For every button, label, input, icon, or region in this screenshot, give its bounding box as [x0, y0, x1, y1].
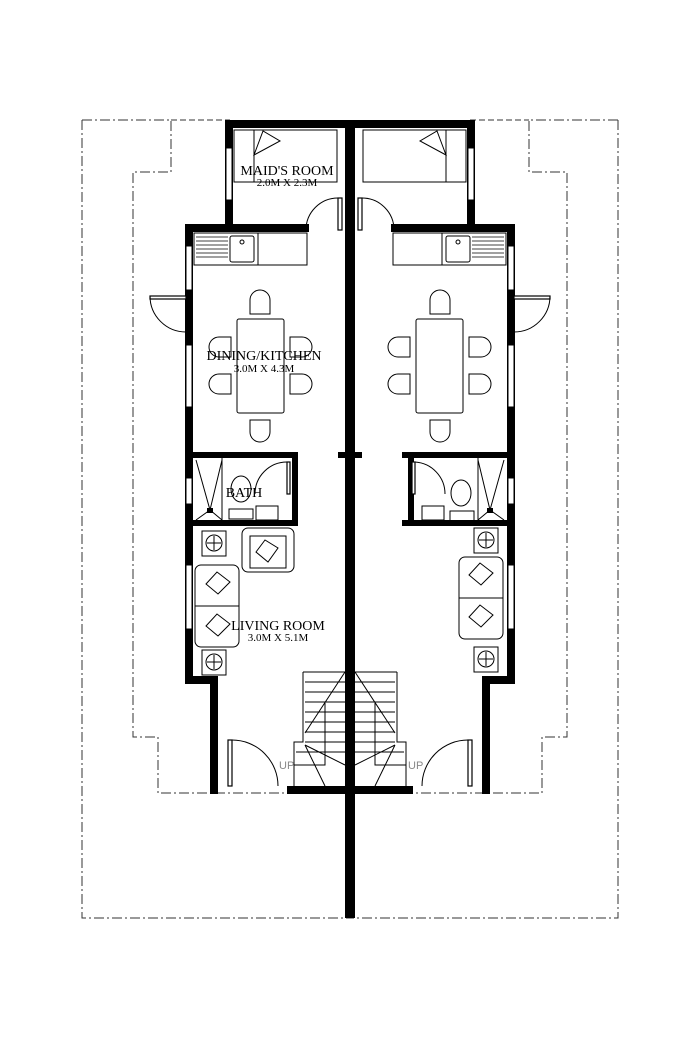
bath-fixtures-left — [195, 458, 279, 521]
dining-table-right — [387, 289, 492, 443]
kitchen-counter-left — [193, 232, 308, 266]
stairs-right: UP — [354, 671, 423, 787]
living-furniture-right — [458, 527, 504, 673]
maid-bed-left — [233, 129, 338, 183]
stairs-left-label: UP — [279, 760, 294, 772]
bath-fixtures-right — [421, 458, 505, 522]
left-unit-walls — [185, 120, 350, 794]
maids-room-size: 2.0M X 2.3M — [257, 177, 318, 189]
living-room-size: 3.0M X 5.1M — [248, 632, 309, 644]
room-labels: MAID'S ROOM 2.0M X 2.3M DINING/KITCHEN 3… — [206, 164, 334, 644]
dining-kitchen-size: 3.0M X 4.3M — [234, 363, 295, 375]
party-wall — [345, 120, 355, 918]
maid-bed-right — [362, 129, 467, 183]
stairs-left: UP — [279, 671, 346, 787]
right-unit-walls — [350, 120, 515, 794]
right-doors — [357, 197, 551, 787]
stairs-right-label: UP — [408, 760, 423, 772]
left-windows — [185, 147, 233, 630]
living-furniture-left — [194, 527, 295, 676]
property-lines — [81, 119, 619, 919]
left-doors — [149, 197, 343, 787]
living-room-label: LIVING ROOM — [231, 619, 325, 634]
kitchen-counter-right — [392, 232, 507, 266]
dining-table-left — [208, 289, 313, 443]
right-windows — [467, 147, 515, 630]
maids-room-label: MAID'S ROOM — [240, 164, 334, 179]
dining-kitchen-label: DINING/KITCHEN — [206, 349, 321, 364]
bath-label: BATH — [226, 486, 263, 501]
party-wall-notch — [338, 452, 362, 458]
